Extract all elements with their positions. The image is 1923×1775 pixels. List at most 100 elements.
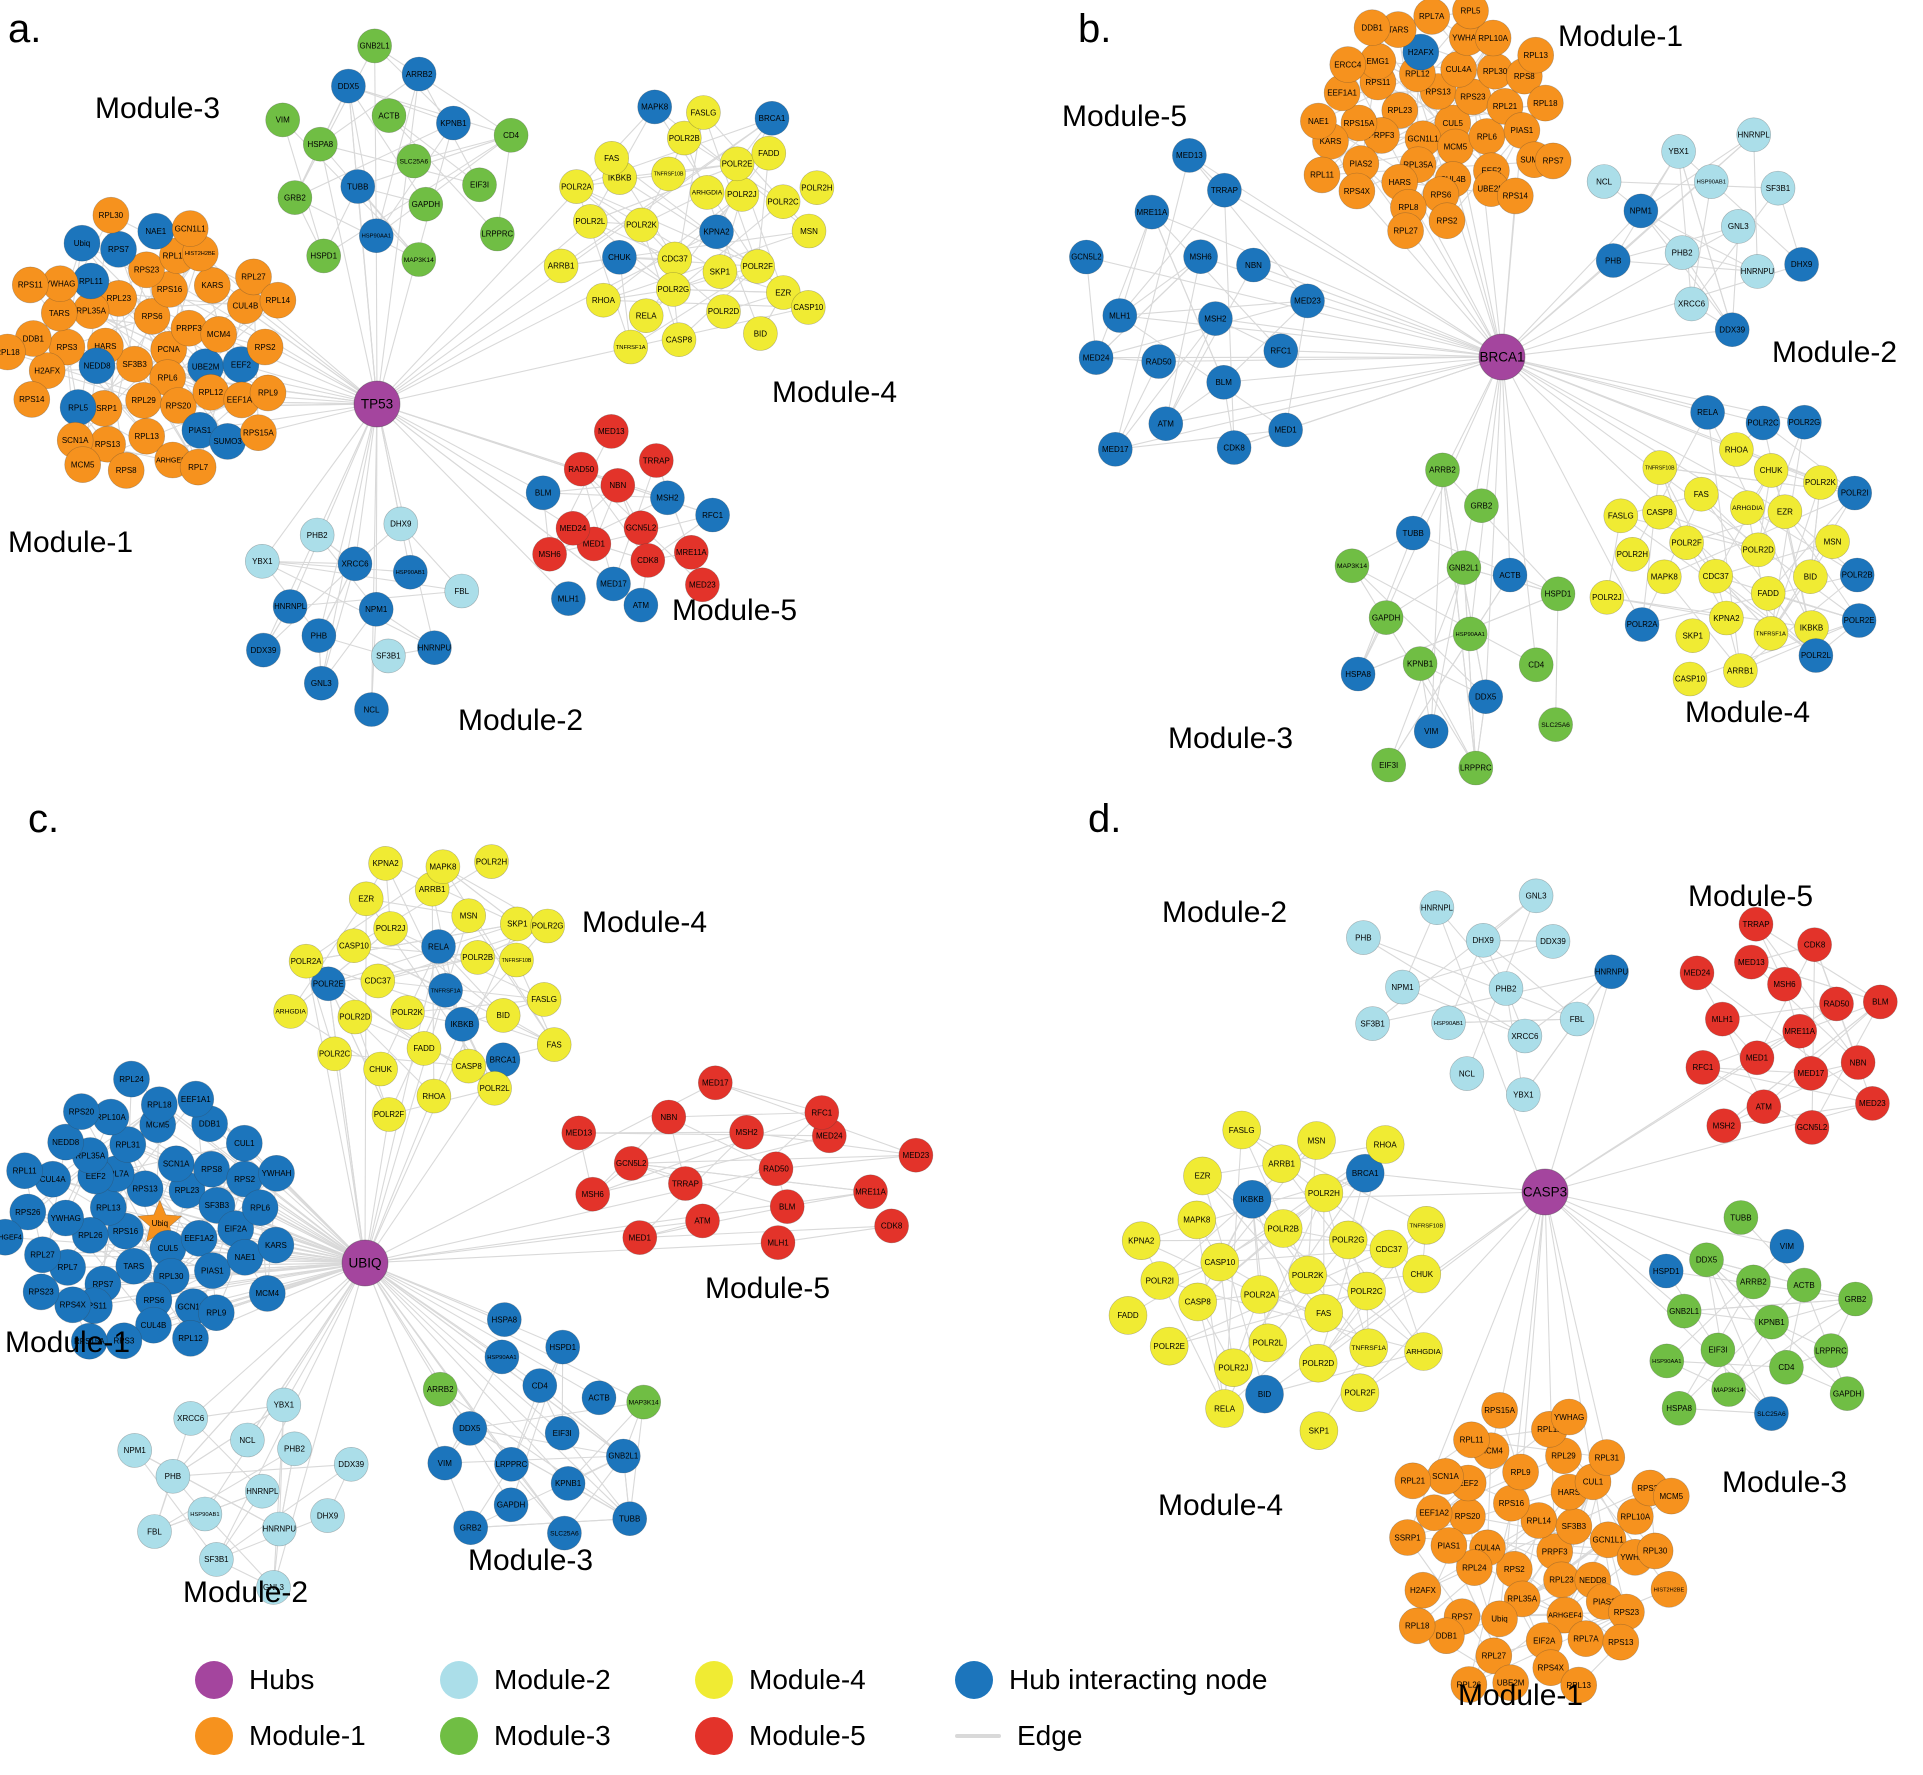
node-GAPDH[interactable]: GAPDH [493,1487,529,1523]
node-RELA[interactable]: RELA [421,929,456,964]
node-FBL[interactable]: FBL [137,1514,172,1549]
node-POLR2I[interactable]: POLR2I [1837,475,1872,511]
node-MSN[interactable]: MSN [451,898,487,934]
node-CASP10[interactable]: CASP10 [790,290,826,325]
node-BLM[interactable]: BLM [1206,364,1241,400]
node-CDK8[interactable]: CDK8 [1797,927,1832,963]
node-EEF1A2[interactable]: EEF1A2 [1415,1494,1453,1531]
node-MED1[interactable]: MED1 [1268,412,1303,448]
node-FASLG[interactable]: FASLG [1222,1110,1261,1150]
node-BLM[interactable]: BLM [525,475,561,511]
node-SLC25A6[interactable]: SLC25A6 [396,143,432,179]
node-RPL7[interactable]: RPL7 [179,448,217,486]
node-DDB1[interactable]: DDB1 [1353,9,1391,47]
node-FASLG[interactable]: FASLG [526,982,562,1017]
node-RPS23[interactable]: RPS23 [128,251,165,289]
hub-node-CASP3[interactable]: CASP3 [1521,1168,1569,1216]
node-HSP90AB1[interactable]: HSP90AB1 [1431,1005,1466,1041]
node-NBN[interactable]: NBN [1236,247,1271,283]
node-MSN[interactable]: MSN [791,213,827,249]
node-SF3B3[interactable]: SF3B3 [116,345,153,383]
node-TNFRSF1A[interactable]: TNFRSF1A [428,972,463,1008]
node-ATM[interactable]: ATM [685,1203,720,1239]
node-GNB2L1[interactable]: GNB2L1 [1446,550,1482,585]
node-CUL1[interactable]: CUL1 [226,1124,263,1162]
node-GNL3[interactable]: GNL3 [256,1570,291,1605]
node-RFC1[interactable]: RFC1 [1685,1050,1721,1085]
node-EZR[interactable]: EZR [348,881,384,917]
node-POLR2C[interactable]: POLR2C [1347,1271,1386,1311]
node-POLR2L[interactable]: POLR2L [1248,1323,1288,1363]
node-BID[interactable]: BID [1245,1374,1284,1414]
node-POLR2L[interactable]: POLR2L [572,204,608,239]
node-MED13[interactable]: MED13 [1172,138,1207,173]
node-ARRB2[interactable]: ARRB2 [1425,452,1460,488]
node-RELA[interactable]: RELA [1690,395,1725,430]
node-SCN1A[interactable]: SCN1A [1427,1458,1464,1495]
node-PHB[interactable]: PHB [1595,243,1631,278]
node-FADD[interactable]: FADD [1108,1296,1148,1335]
node-MED1[interactable]: MED1 [1739,1040,1775,1076]
node-TNFRSF10B[interactable]: TNFRSF10B [1642,450,1678,485]
node-GNL3[interactable]: GNL3 [303,665,339,701]
node-VIM[interactable]: VIM [265,102,301,138]
node-POLR2K[interactable]: POLR2K [1803,465,1838,500]
node-RHOA[interactable]: RHOA [1365,1125,1405,1164]
node-GNB2L1[interactable]: GNB2L1 [357,28,392,64]
node-EZR[interactable]: EZR [1767,494,1803,530]
node-MAP3K14[interactable]: MAP3K14 [401,242,437,277]
node-MED1[interactable]: MED1 [622,1220,658,1255]
node-RPL9[interactable]: RPL9 [198,1294,235,1331]
node-ARRB2[interactable]: ARRB2 [422,1371,458,1407]
node-RPS13[interactable]: RPS13 [126,1170,164,1207]
node-MED24[interactable]: MED24 [555,510,591,546]
node-KPNA2[interactable]: KPNA2 [368,846,403,881]
node-CDC37[interactable]: CDC37 [360,963,396,999]
node-CHUK[interactable]: CHUK [1402,1254,1442,1294]
node-MED23[interactable]: MED23 [1855,1086,1890,1121]
node-POLR2G[interactable]: POLR2G [530,908,565,944]
node-RPS16[interactable]: RPS16 [1493,1484,1530,1522]
node-CASP8[interactable]: CASP8 [1642,494,1677,530]
node-VIM[interactable]: VIM [1413,713,1449,749]
node-HSPD1[interactable]: HSPD1 [306,238,342,274]
node-GAPDH[interactable]: GAPDH [1368,600,1404,635]
node-GAPDH[interactable]: GAPDH [1829,1376,1865,1411]
node-RPL18[interactable]: RPL18 [1527,84,1564,122]
node-SF3B1[interactable]: SF3B1 [1760,170,1796,206]
node-SUMO3[interactable]: SUMO3 [209,423,246,460]
node-NEDD8[interactable]: NEDD8 [47,1123,84,1161]
node-KARS[interactable]: KARS [194,267,231,304]
node-GNL3[interactable]: GNL3 [1721,209,1756,244]
node-MCM5[interactable]: MCM5 [1653,1477,1690,1515]
node-RELA[interactable]: RELA [628,298,664,334]
node-POLR2K[interactable]: POLR2K [624,207,659,243]
node-HSPD1[interactable]: HSPD1 [1648,1253,1684,1289]
node-POLR2H[interactable]: POLR2H [1304,1173,1344,1213]
node-TRRAP[interactable]: TRRAP [1738,906,1774,942]
node-GCN1L1[interactable]: GCN1L1 [171,210,209,247]
node-TNFRSF1A[interactable]: TNFRSF1A [613,329,649,365]
node-MAPK8[interactable]: MAPK8 [1177,1200,1217,1240]
node-XRCC6[interactable]: XRCC6 [1674,286,1709,322]
node-MED13[interactable]: MED13 [1734,944,1769,980]
node-CD4[interactable]: CD4 [1518,647,1554,683]
node-MED17[interactable]: MED17 [1793,1056,1829,1091]
node-YBX1[interactable]: YBX1 [266,1387,302,1423]
node-MLH1[interactable]: MLH1 [1102,298,1138,333]
node-EIF3I[interactable]: EIF3I [1700,1332,1736,1368]
node-RHOA[interactable]: RHOA [1719,432,1754,467]
node-RAD50[interactable]: RAD50 [1141,344,1176,379]
node-HSPA8[interactable]: HSPA8 [1661,1391,1697,1426]
node-PHB2[interactable]: PHB2 [1488,971,1524,1006]
node-HSPD1[interactable]: HSPD1 [545,1329,581,1365]
node-ARRB1[interactable]: ARRB1 [1262,1144,1301,1183]
node-CUL4B[interactable]: CUL4B [135,1306,172,1344]
node-RPL24[interactable]: RPL24 [113,1060,150,1098]
node-RPL11[interactable]: RPL11 [72,262,110,300]
node-RPL27[interactable]: RPL27 [235,258,272,296]
node-YWHAG[interactable]: YWHAG [47,1199,84,1237]
node-XRCC6[interactable]: XRCC6 [1507,1018,1543,1054]
node-ARHGDIA[interactable]: ARHGDIA [273,994,308,1029]
node-RPL30[interactable]: RPL30 [1636,1532,1674,1570]
